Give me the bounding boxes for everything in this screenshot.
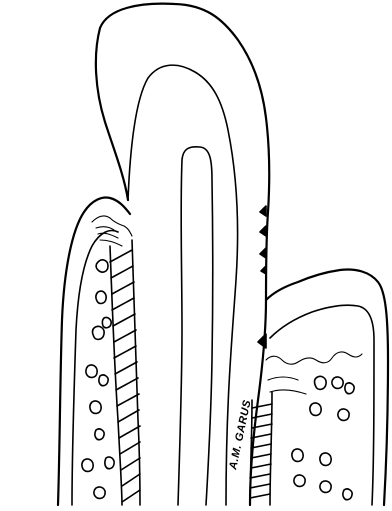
pulp-canal [178, 147, 213, 505]
right-alveolar-bone [266, 270, 388, 506]
left-pdl-edge [132, 240, 140, 505]
left-periodontal-ligament [110, 246, 122, 505]
root-canal-outer [128, 65, 238, 505]
left-bone-marrow-spaces [82, 260, 114, 499]
right-pdl-edge [270, 392, 272, 505]
right-gingival-fibers [268, 377, 306, 394]
left-gingiva [92, 216, 132, 236]
right-bone-crest [270, 305, 374, 505]
artist-signature: A.M. GARUS [227, 399, 254, 472]
right-gingiva [266, 352, 362, 364]
right-bone-marrow-spaces [292, 376, 354, 499]
